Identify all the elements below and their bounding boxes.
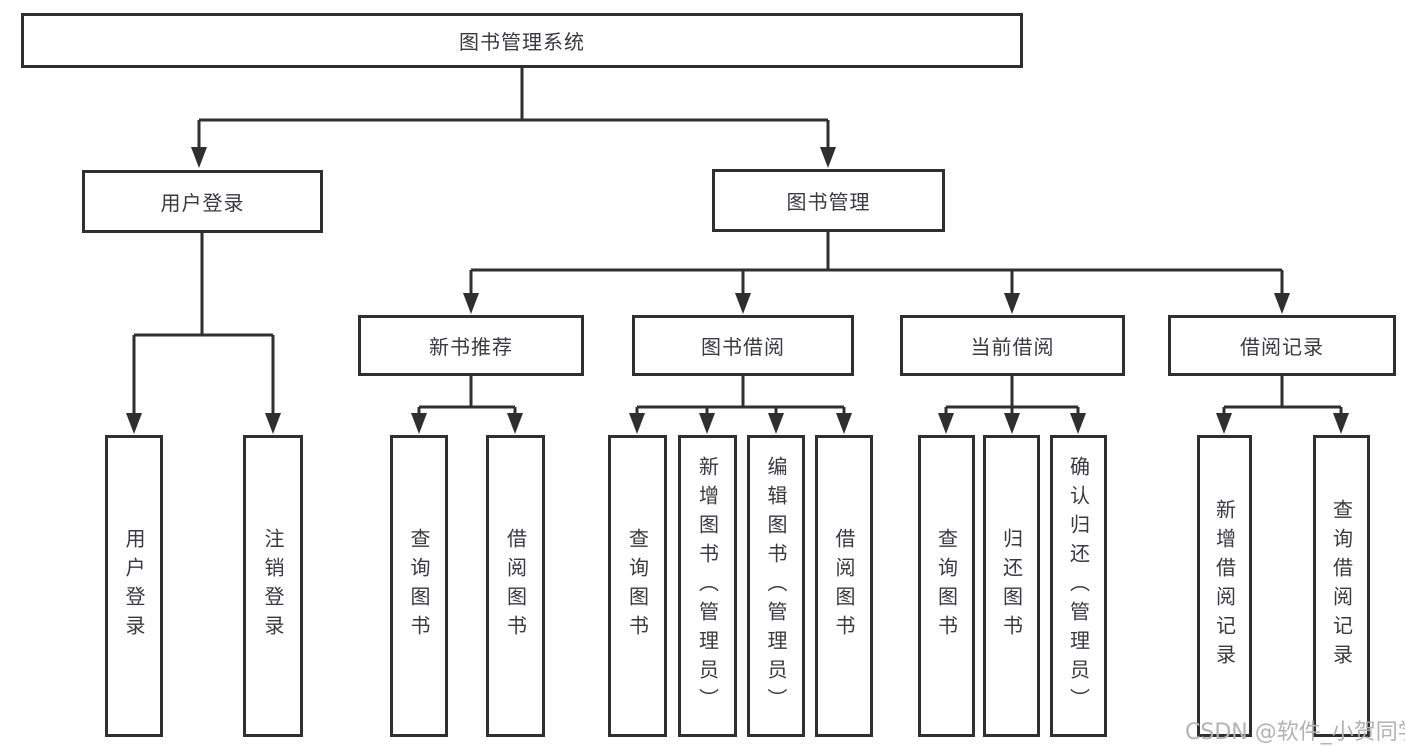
node-root: 图书管理系统 [21,13,1023,68]
leaf-record-query-borrow-record-label: 查询借阅记录 [1329,499,1354,673]
leaf-current-query-books: 查询图书 [918,435,975,737]
edge-newbookrec-to-leaves [417,376,517,414]
arrowhead [126,413,142,434]
arrowhead [820,147,836,168]
leaf-logout: 注销登录 [243,435,303,737]
node-book-borrow: 图书借阅 [632,315,854,376]
leaf-record-add-borrow-record-label: 新增借阅记录 [1212,499,1237,673]
arrowhead [629,413,645,434]
leaf-borrow-query-books-label: 查询图书 [625,528,650,644]
node-current-borrow: 当前借阅 [900,315,1125,376]
arrowhead [1070,413,1086,434]
arrowhead [265,413,281,434]
leaf-current-query-books-label: 查询图书 [934,528,959,644]
node-borrow-record-label: 借阅记录 [1240,335,1324,359]
leaf-current-return-books: 归还图书 [983,435,1040,737]
leaf-borrow-borrow-books: 借阅图书 [815,435,873,737]
leaf-current-return-books-label: 归还图书 [999,528,1024,644]
leaf-borrow-edit-books-admin: 编辑图书（管理员） [747,435,805,737]
leaf-current-confirm-return-admin-label: 确认归还（管理员） [1066,455,1091,717]
node-book-management-label: 图书管理 [786,190,871,214]
leaf-user-login-label: 用户登录 [122,528,146,644]
arrowhead [1274,293,1290,314]
arrowhead [507,413,523,434]
node-new-book-recommend: 新书推荐 [358,315,584,376]
arrowhead [768,413,784,434]
arrowhead [735,293,751,314]
leaf-borrow-query-books: 查询图书 [608,435,667,737]
node-user-login: 用户登录 [82,170,323,233]
arrowhead [411,413,427,434]
arrowhead [191,147,207,168]
leaf-recommend-borrow-books: 借阅图书 [486,435,545,737]
edge-bookborrow-to-leaves [635,376,846,414]
edge-userlogin-to-leaves [132,233,275,414]
node-book-borrow-label: 图书借阅 [701,335,785,359]
leaf-user-login: 用户登录 [105,435,163,737]
arrowhead [1004,413,1020,434]
leaf-record-add-borrow-record: 新增借阅记录 [1197,435,1252,737]
leaf-record-query-borrow-record: 查询借阅记录 [1313,435,1370,737]
arrowhead [1216,413,1232,434]
node-root-label: 图书管理系统 [459,30,585,54]
edge-currentborrow-to-leaves [944,376,1080,414]
arrowhead [1333,413,1349,434]
leaf-borrow-add-books-admin: 新增图书（管理员） [678,435,737,737]
node-current-borrow-label: 当前借阅 [970,335,1055,359]
edge-root-to-level2 [197,68,830,148]
node-book-management: 图书管理 [712,169,945,232]
arrowhead [836,413,852,434]
node-user-login-label: 用户登录 [160,191,245,215]
leaf-current-confirm-return-admin: 确认归还（管理员） [1050,435,1107,737]
leaf-recommend-borrow-books-label: 借阅图书 [503,528,528,644]
node-new-book-recommend-label: 新书推荐 [429,335,513,359]
leaf-borrow-edit-books-admin-label: 编辑图书（管理员） [764,455,788,717]
arrowhead [699,413,715,434]
leaf-recommend-query-books-label: 查询图书 [407,528,431,644]
edge-bookmgmt-to-level3 [469,232,1284,294]
csdn-watermark: CSDN @软件_小贺同学 [1185,720,1405,745]
node-borrow-record: 借阅记录 [1168,315,1396,376]
arrowhead [1004,293,1020,314]
edge-borrowrecord-to-leaves [1222,376,1343,414]
tree-edges [132,68,1343,414]
leaf-borrow-borrow-books-label: 借阅图书 [832,528,856,644]
arrowhead [938,413,954,434]
arrowheads [126,147,1349,434]
arrowhead [463,293,479,314]
leaf-recommend-query-books: 查询图书 [390,435,448,737]
leaf-borrow-add-books-admin-label: 新增图书（管理员） [695,455,720,717]
leaf-logout-label: 注销登录 [261,528,285,644]
